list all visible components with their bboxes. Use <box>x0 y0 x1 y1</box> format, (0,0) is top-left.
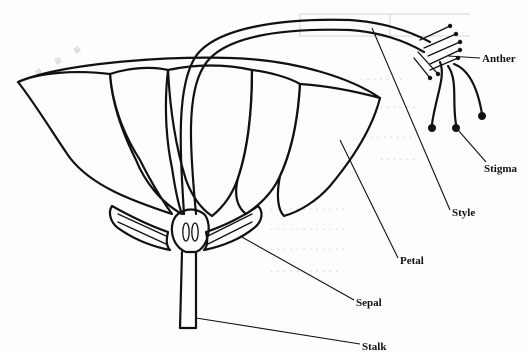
sepals <box>110 206 261 250</box>
svg-text:. . . . . .: . . . . . . <box>380 148 416 163</box>
leader-anther <box>448 56 480 58</box>
petal-left <box>110 68 182 214</box>
ovary <box>172 210 209 253</box>
svg-text:. . . . . . . . . . .: . . . . . . . . . . . <box>270 260 338 275</box>
petal-outer-right <box>278 84 380 216</box>
petal-right <box>236 70 300 214</box>
stalk <box>180 252 196 328</box>
svg-text:. . .: . . . <box>18 19 88 85</box>
label-style: Style <box>452 207 475 219</box>
petal-outer-left <box>18 72 172 214</box>
label-stalk: Stalk <box>362 341 387 353</box>
leader-stalk <box>196 318 360 344</box>
svg-text:. . . . . .: . . . . . . <box>380 96 416 111</box>
label-anther: Anther <box>482 53 516 65</box>
label-sepal: Sepal <box>356 297 382 309</box>
svg-text:. . . . . . . . . . . .: . . . . . . . . . . . . <box>270 218 345 233</box>
sepal-left <box>110 206 170 250</box>
ovule-left <box>183 223 189 241</box>
leader-style <box>372 28 450 210</box>
svg-text:. . . . . . . . . . . .: . . . . . . . . . . . . <box>270 238 345 253</box>
svg-text:. . . . . . .: . . . . . . . <box>370 126 412 141</box>
ovule-right <box>192 223 198 241</box>
anthers <box>414 24 462 80</box>
svg-text:. . . . . . .: . . . . . . . <box>360 68 402 83</box>
leader-stigma <box>458 130 486 162</box>
style <box>181 20 430 214</box>
label-petal: Petal <box>400 255 424 267</box>
label-stigma: Stigma <box>484 163 518 175</box>
petals <box>18 58 380 216</box>
